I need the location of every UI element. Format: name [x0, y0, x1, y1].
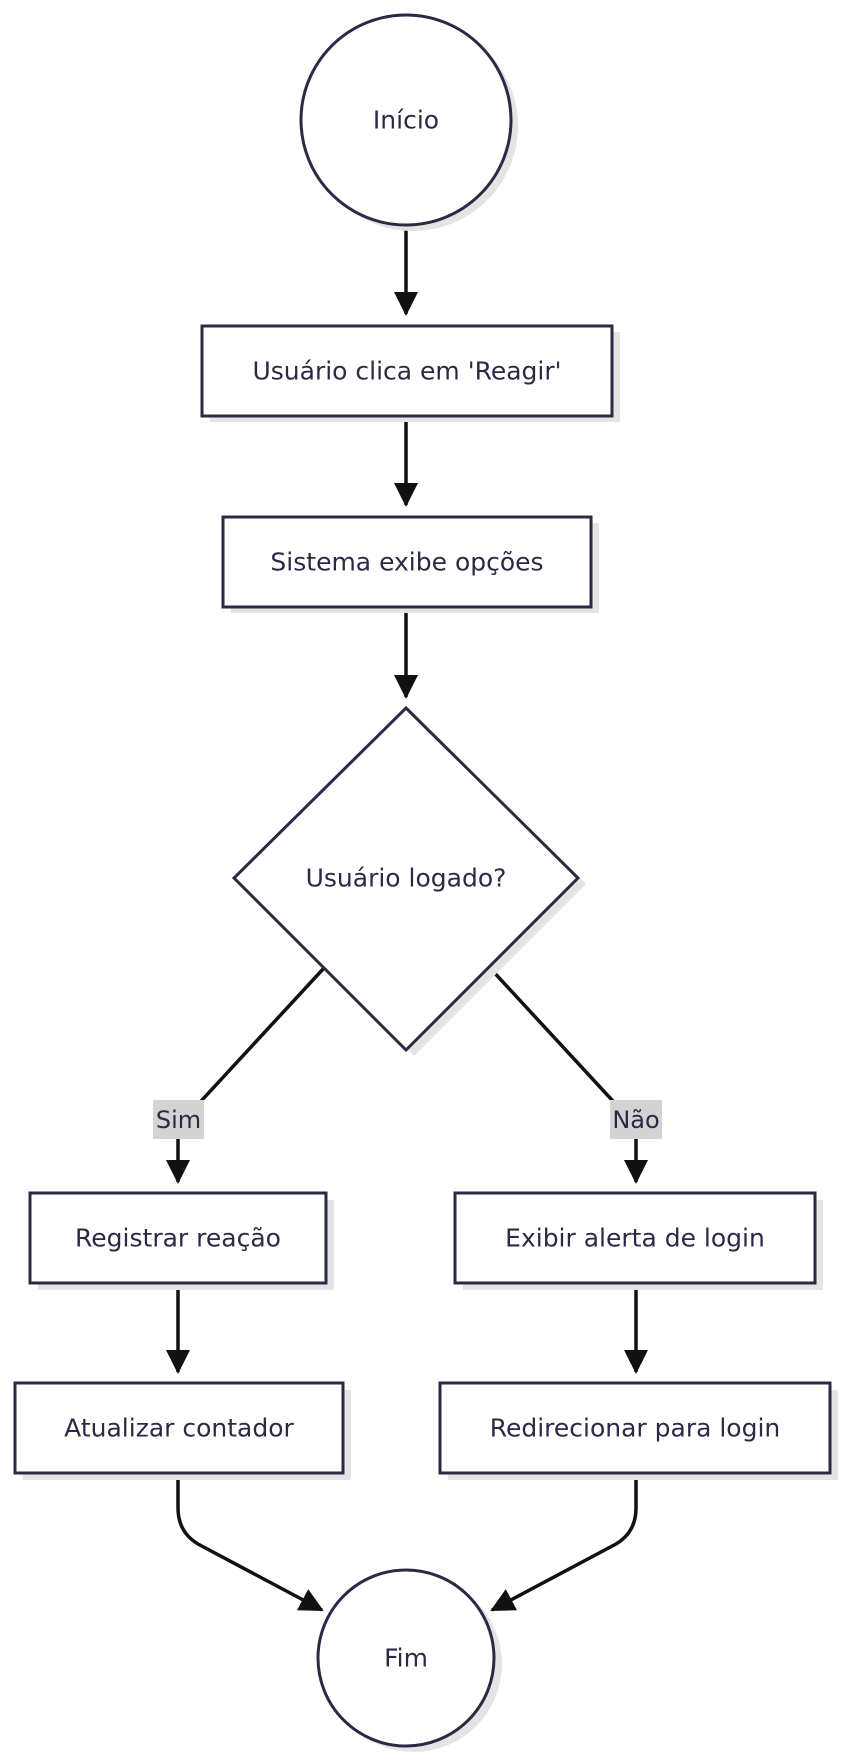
node-click: Usuário clica em 'Reagir': [200, 324, 620, 422]
edge-redirect-to-end: [490, 1472, 638, 1612]
edge-label-no-bg: [610, 1100, 662, 1139]
edge-logged-to-register: [166, 966, 326, 1184]
node-register: Registrar reação: [28, 1191, 334, 1290]
node-register-shape: [28, 1191, 328, 1285]
node-start-label: Início: [373, 106, 439, 135]
node-options-shape: [221, 515, 593, 609]
edge-label-yes-bg: [153, 1100, 204, 1139]
node-logged: Usuário logado?: [231, 705, 586, 1056]
node-start-shape: [299, 13, 513, 227]
node-register-label: Registrar reação: [75, 1224, 281, 1253]
node-logged-shape: [231, 705, 581, 1053]
node-redirect: Redirecionar para login: [438, 1381, 838, 1480]
node-end-shape: [316, 1568, 496, 1748]
node-alert-label: Exibir alerta de login: [505, 1224, 765, 1253]
node-options-label: Sistema exibe opções: [270, 548, 543, 577]
node-options: Sistema exibe opções: [221, 515, 599, 613]
node-end: Fim: [316, 1568, 502, 1752]
edge-counter-to-end: [176, 1472, 324, 1612]
node-click-label: Usuário clica em 'Reagir': [252, 357, 561, 386]
node-redirect-shape: [438, 1381, 832, 1475]
node-click-shape: [200, 324, 614, 418]
edge-label-yes: Sim: [153, 1100, 204, 1139]
edge-logged-to-alert: [488, 966, 648, 1184]
node-counter: Atualizar contador: [13, 1381, 351, 1480]
node-counter-shape: [13, 1381, 345, 1475]
node-end-label: Fim: [384, 1644, 428, 1673]
node-start: Início: [299, 13, 518, 231]
edge-label-no: Não: [610, 1100, 662, 1139]
node-redirect-label: Redirecionar para login: [490, 1414, 781, 1443]
edge-label-no-text: Não: [612, 1106, 659, 1134]
edge-label-yes-text: Sim: [156, 1106, 201, 1134]
node-counter-label: Atualizar contador: [64, 1414, 294, 1443]
node-logged-label: Usuário logado?: [306, 864, 507, 893]
node-alert-shape: [453, 1191, 817, 1285]
node-alert: Exibir alerta de login: [453, 1191, 823, 1290]
